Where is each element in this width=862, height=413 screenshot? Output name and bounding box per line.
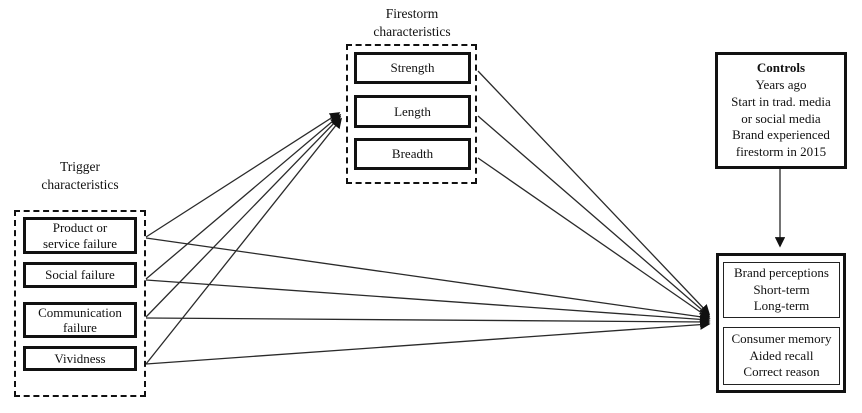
node-product-or-service-failure: Product or service failure [23,217,137,254]
controls-lines: Years ago Start in trad. media or social… [731,76,831,160]
arrow-vividness-to-outcomes [145,319,711,365]
node-vividness: Vividness [23,346,137,371]
node-length: Length [354,95,471,128]
controls-panel: Controls Years ago Start in trad. media … [715,52,847,169]
node-social-failure: Social failure [23,262,137,288]
node-communication-failure: Communication failure [23,302,137,338]
consumer-memory-items: Aided recall Correct reason [743,347,820,380]
arrow-strength-to-outcomes [477,70,711,316]
arrow-communication-to-firestorm [145,115,342,318]
controls-title: Controls [756,59,806,75]
node-breadth: Breadth [354,138,471,170]
node-strength: Strength [354,52,471,84]
arrows-trigger-to-outcomes [145,237,711,365]
trigger-group-label: Trigger characteristics [41,159,119,192]
arrow-communication-to-outcomes [145,316,711,328]
brand-perceptions-title: Brand perceptions [734,265,829,281]
arrows-trigger-to-firestorm [145,112,342,365]
brand-perceptions-box: Brand perceptions Short-term Long-term [723,262,840,318]
arrow-social-to-outcomes [145,279,711,325]
arrows-firestorm-to-outcomes [477,70,711,319]
consumer-memory-title: Consumer memory [731,331,832,347]
arrow-length-to-outcomes [477,115,711,318]
brand-perceptions-items: Short-term Long-term [753,281,810,314]
arrow-product-to-outcomes [145,237,711,322]
firestorm-group-box [346,44,477,184]
trigger-group-box [14,210,146,397]
arrow-product-to-firestorm [145,112,341,238]
arrow-vividness-to-firestorm [145,117,342,365]
firestorm-group-label: Firestorm characteristics [373,6,451,39]
consumer-memory-box: Consumer memory Aided recall Correct rea… [723,327,840,385]
arrow-social-to-firestorm [145,113,342,280]
arrow-breadth-to-outcomes [477,157,711,319]
